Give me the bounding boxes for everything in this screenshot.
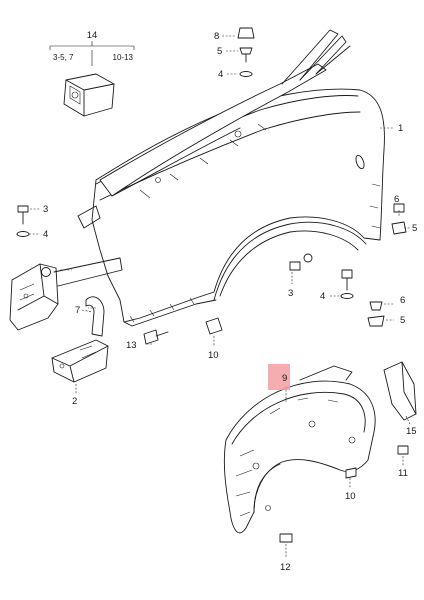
bolt-icon <box>205 317 223 335</box>
screw-icon <box>345 467 357 479</box>
callout-10: 10 <box>208 350 219 361</box>
callout-6: 6 <box>394 194 399 205</box>
leader-lines <box>29 35 411 558</box>
callout-11: 11 <box>398 468 408 479</box>
clip-icon <box>393 203 405 213</box>
clip-icon <box>369 301 383 311</box>
callout-5: 5 <box>400 315 405 326</box>
clip-icon <box>237 27 255 39</box>
callout-3: 3 <box>43 204 48 215</box>
callout-12: 12 <box>280 562 291 573</box>
screw-icon <box>239 47 253 55</box>
washer-icon <box>16 231 30 237</box>
selected-part-highlight <box>268 364 290 390</box>
washer-icon <box>340 293 354 299</box>
bolt-icon <box>289 261 301 271</box>
side-marker-hole-icon <box>355 154 365 170</box>
bolt-icon <box>17 205 29 213</box>
kit-range-right: 10-13 <box>113 53 134 62</box>
callout-2: 2 <box>72 396 77 407</box>
washer-icon <box>239 71 253 77</box>
callout-9: 9 <box>282 373 287 384</box>
callout-15: 15 <box>406 426 417 437</box>
wheel-housing-liner <box>223 365 376 534</box>
callout-4: 4 <box>218 69 223 80</box>
callout-labels: 1 3 4 8 5 4 7 2 13 10 3 4 6 5 6 5 9 10 1… <box>43 31 417 573</box>
kit-range-left: 3-5, 7 <box>53 53 74 62</box>
clip-icon <box>367 315 385 327</box>
strut-tower <box>77 29 351 229</box>
screw-icon <box>397 445 409 455</box>
callout-14: 14 <box>87 30 98 41</box>
clip-icon <box>391 221 407 235</box>
fender <box>91 88 385 327</box>
liner-screws <box>279 445 409 543</box>
callout-10: 10 <box>345 491 356 502</box>
callout-4: 4 <box>43 229 48 240</box>
callout-7: 7 <box>75 305 80 316</box>
parts-bag-icon <box>63 73 115 117</box>
bumper-bracket <box>9 257 123 331</box>
bolt-icon <box>341 269 353 279</box>
callout-3: 3 <box>288 288 293 299</box>
clip-stack-top <box>237 27 255 77</box>
bolt-stack-left <box>16 205 30 237</box>
callout-8: 8 <box>214 31 219 42</box>
bolt-icon <box>143 329 159 345</box>
bolt-13 <box>143 329 169 345</box>
bolt-10-upper <box>205 317 223 335</box>
seal-strip <box>81 296 105 337</box>
kit-reference-14: 14 3-5, 7 10-13 <box>49 30 135 117</box>
callout-5: 5 <box>412 223 417 234</box>
callout-13: 13 <box>126 340 137 351</box>
callout-5: 5 <box>217 46 222 57</box>
nut-icon <box>303 253 313 263</box>
mounting-bracket <box>51 339 109 383</box>
fastener-stack-right <box>289 253 385 327</box>
kit-bracket <box>49 41 135 50</box>
callout-6: 6 <box>400 295 405 306</box>
callout-1: 1 <box>398 123 403 134</box>
callout-4: 4 <box>320 291 325 302</box>
splash-guard <box>383 361 417 421</box>
clip-icon <box>279 533 293 543</box>
clip-stack-front <box>391 203 407 235</box>
